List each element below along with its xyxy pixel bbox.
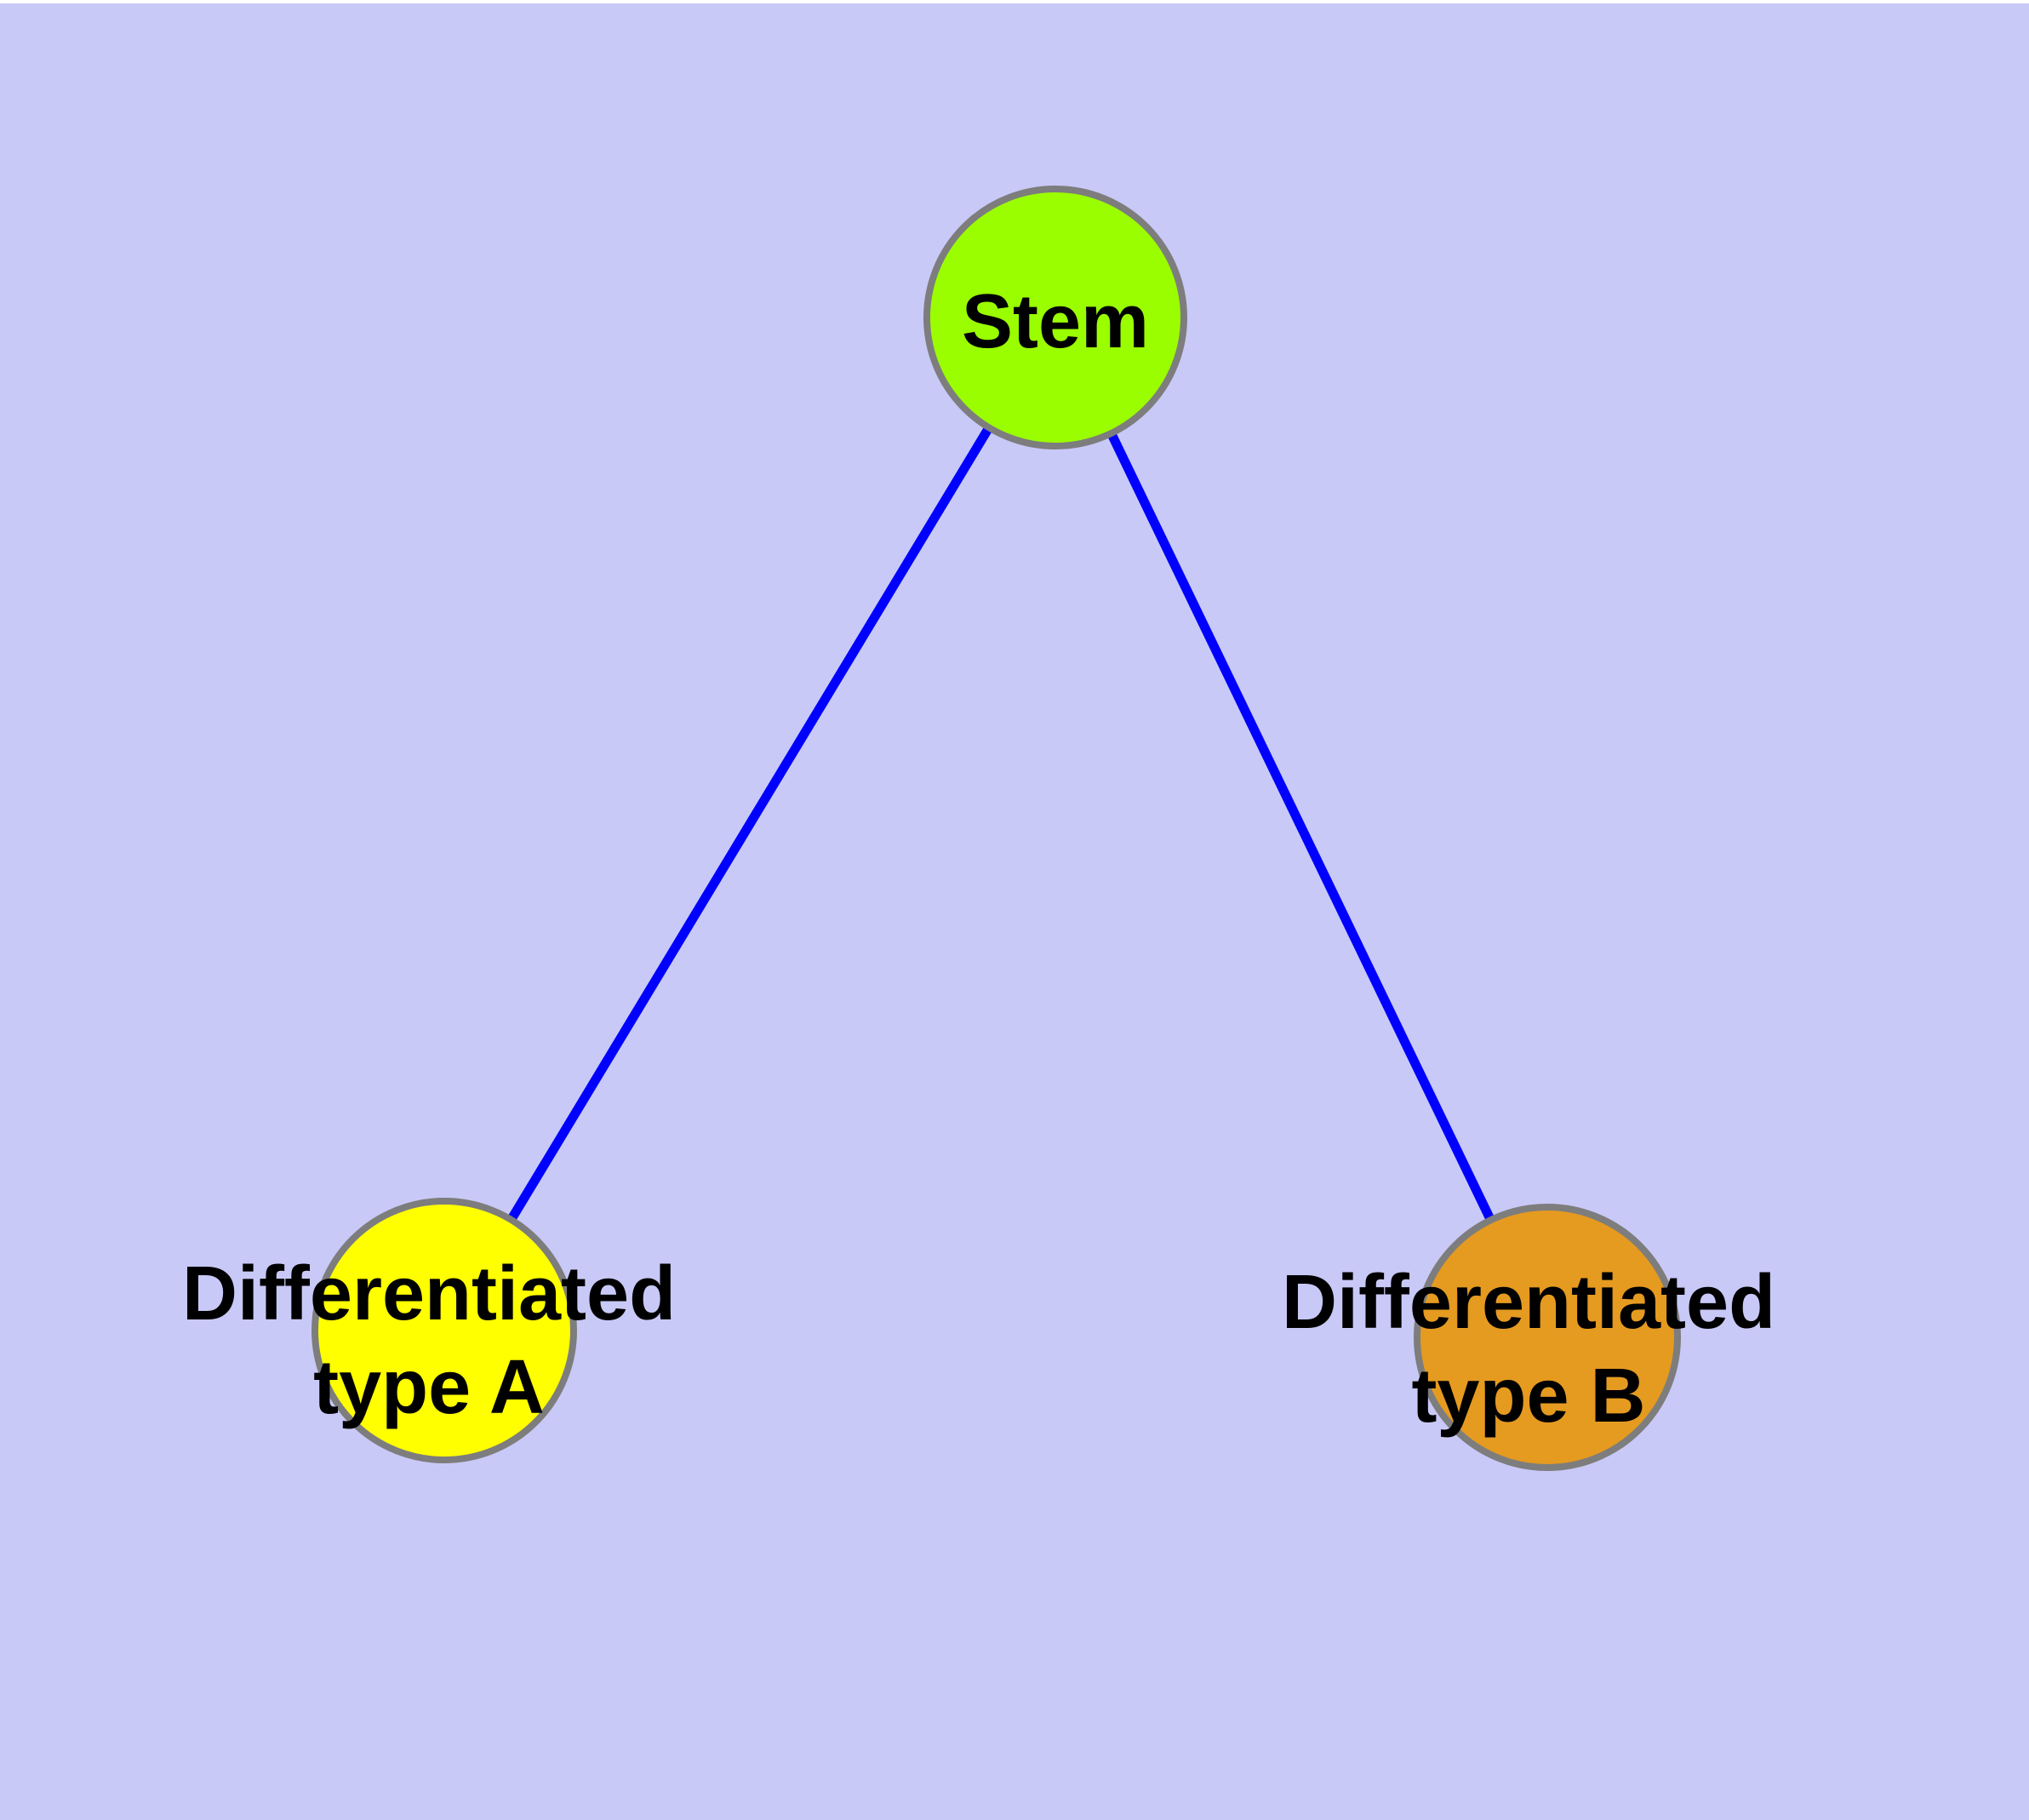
edge-stem-differentiated-type-a <box>440 315 1060 1333</box>
node-circle-stem <box>923 186 1187 449</box>
edge-stem-differentiated-type-b <box>1051 315 1552 1340</box>
window-top-strip <box>0 0 2029 3</box>
node-circle-differentiated-type-b <box>1414 1204 1681 1471</box>
node-circle-differentiated-type-a <box>311 1198 577 1463</box>
